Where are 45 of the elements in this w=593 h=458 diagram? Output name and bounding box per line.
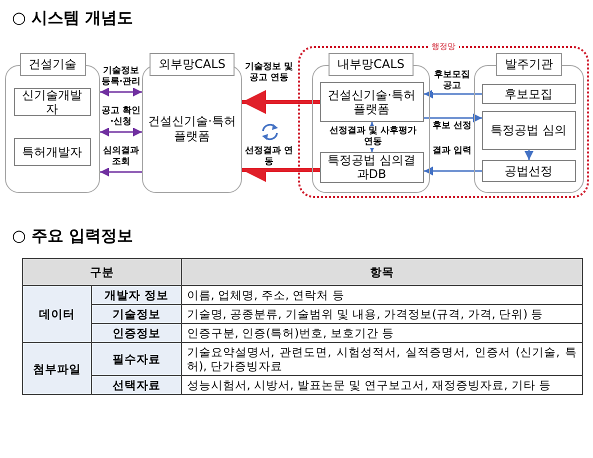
- section-heading: ○ 주요 입력정보: [12, 226, 134, 247]
- item-cell: 이름, 업체명, 주소, 연락처 등: [181, 286, 582, 304]
- item-cell: 성능시험서, 시방서, 발표논문 및 연구보고서, 재정증빙자료, 기타 등: [181, 376, 582, 394]
- header-cell: 구분: [22, 258, 182, 286]
- process-box: 특정공법 심의결과DB: [320, 152, 424, 182]
- arrow: [100, 168, 142, 176]
- arrow: [100, 88, 142, 96]
- arrow: [424, 90, 482, 98]
- process-box: 특허개발자: [14, 138, 90, 166]
- header-cell: 항목: [181, 258, 582, 286]
- zone-title: 행정망: [428, 41, 458, 52]
- process-box: 후보모집: [482, 84, 576, 104]
- subcategory-cell: 기술정보: [91, 304, 182, 324]
- subcategory-cell: 필수자료: [91, 342, 182, 376]
- arrow: [424, 166, 482, 176]
- edge-label: 후보모집 공고: [432, 70, 472, 92]
- platform-label: 건설신기술·특허 플랫폼: [147, 114, 237, 144]
- subcategory-cell: 개발자 정보: [91, 286, 182, 304]
- group-title: 내부망CALS: [328, 53, 414, 76]
- edge-label: 선정결과 연동: [244, 146, 294, 168]
- process-box: 특정공법 심의: [482, 110, 576, 150]
- subcategory-cell: 인증정보: [91, 324, 182, 342]
- section-heading: ○ 시스템 개념도: [12, 8, 134, 29]
- item-cell: 기술요약설명서, 관련도면, 시험성적서, 실적증명서, 인증서 (신기술, 특허), 단가증빙자료: [181, 342, 582, 376]
- edge-label: 후보 선정: [432, 121, 472, 132]
- arrow: [100, 128, 142, 136]
- group-title: 외부망CALS: [150, 53, 234, 76]
- subcategory-cell: 선택자료: [91, 376, 182, 394]
- edge-label: 심의결과 조회: [100, 146, 142, 168]
- category-cell: 첨부파일: [22, 342, 92, 394]
- arrow: [424, 114, 482, 122]
- category-cell: 데이터: [22, 286, 92, 342]
- process-box: 공법선정: [482, 160, 576, 182]
- arrow: [524, 150, 534, 160]
- arrow: [242, 90, 320, 114]
- edge-label: 기술정보 등록·관리: [100, 66, 142, 88]
- group-title: 발주기관: [496, 53, 562, 76]
- edge-label: 기술정보 및 공고 연동: [244, 62, 294, 84]
- process-box: 건설신기술·특허 플랫폼: [320, 82, 424, 122]
- item-cell: 인증구분, 인증(특허)번호, 보호기간 등: [181, 324, 582, 342]
- item-cell: 기술명, 공종분류, 기술범위 및 내용, 가격정보(규격, 가격, 단위) 등: [181, 304, 582, 324]
- edge-label: 공고 확인·신청: [100, 106, 142, 128]
- group-title: 건설기술: [20, 53, 86, 76]
- edge-label: 결과 입력: [432, 146, 472, 157]
- process-box: 신기술개발자: [14, 88, 90, 116]
